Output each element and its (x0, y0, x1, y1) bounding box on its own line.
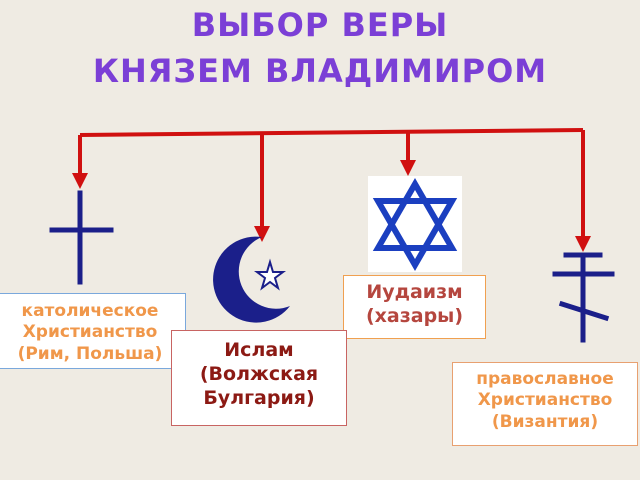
arrow-heads (72, 160, 591, 252)
box-orthodox: православное Христианство (Византия) (452, 362, 638, 446)
title-line-1: ВЫБОР ВЕРЫ (191, 6, 449, 44)
arrow-head-islam (254, 226, 270, 242)
box-catholic: католическое Христианство (Рим, Польша) (0, 293, 186, 369)
arrow-head-orthodox (575, 236, 591, 252)
arrow-head-judaism (400, 160, 416, 176)
islam-line-2: (Волжская (199, 362, 319, 385)
judaism-line-2: (хазары) (365, 304, 464, 327)
orthodox-line-1: православное (476, 369, 614, 389)
catholic-line-3: (Рим, Польша) (17, 343, 163, 364)
islam-line-3: Булгария) (203, 386, 315, 409)
arrow-connectors (78, 128, 585, 238)
box-islam: Ислам (Волжская Булгария) (171, 330, 347, 426)
star-of-david-background (368, 176, 462, 272)
catholic-line-1: католическое (21, 301, 159, 321)
box-judaism: Иудаизм (хазары) (343, 275, 486, 339)
orthodox-cross-icon (552, 252, 615, 343)
arrow-head-catholic (72, 173, 88, 189)
orthodox-line-2: Христианство (477, 390, 613, 411)
top-bar (79, 128, 584, 137)
latin-cross-icon (49, 190, 114, 285)
judaism-line-1: Иудаизм (366, 281, 463, 303)
title-line-2: КНЯЗЕМ ВЛАДИМИРОМ (92, 52, 548, 90)
islam-line-1: Ислам (224, 339, 294, 361)
star-of-david-icon (372, 178, 458, 271)
crescent-star-icon (213, 236, 290, 323)
catholic-line-2: Христианство (22, 322, 158, 343)
orthodox-line-3: (Византия) (491, 411, 599, 432)
